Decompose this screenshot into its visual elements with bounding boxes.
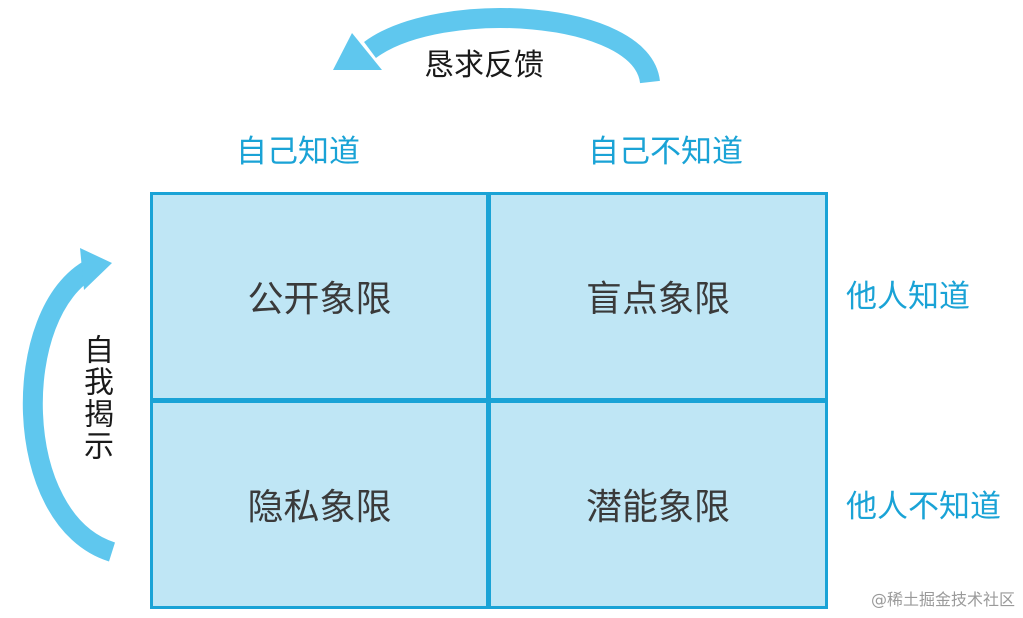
row-header-others-unknown: 他人不知道 [846, 489, 1001, 525]
johari-window-grid: 公开象限 盲点象限 隐私象限 潜能象限 [150, 192, 828, 609]
quadrant-blind: 盲点象限 [489, 195, 825, 401]
watermark: @稀土掘金技术社区 [870, 590, 1015, 609]
column-header-self-unknown: 自己不知道 [588, 134, 743, 170]
top-arrow-label: 恳求反馈 [424, 48, 544, 83]
quadrant-open-label: 公开象限 [247, 279, 392, 321]
quadrant-blind-label: 盲点象限 [585, 279, 730, 321]
top-arrowhead-icon [333, 33, 382, 70]
left-arrowhead-icon [80, 248, 112, 290]
left-arrow-label: 自我揭示 [78, 334, 113, 462]
quadrant-unknown-label: 潜能象限 [585, 487, 730, 529]
top-curved-arrow-icon [364, 8, 660, 85]
row-header-others-known: 他人知道 [846, 279, 970, 315]
column-header-self-known: 自己知道 [236, 134, 360, 170]
quadrant-open: 公开象限 [153, 195, 489, 401]
left-curved-arrow-icon [22, 259, 116, 562]
quadrant-hidden-label: 隐私象限 [247, 487, 392, 529]
quadrant-hidden: 隐私象限 [153, 400, 489, 606]
quadrant-unknown: 潜能象限 [489, 400, 825, 606]
